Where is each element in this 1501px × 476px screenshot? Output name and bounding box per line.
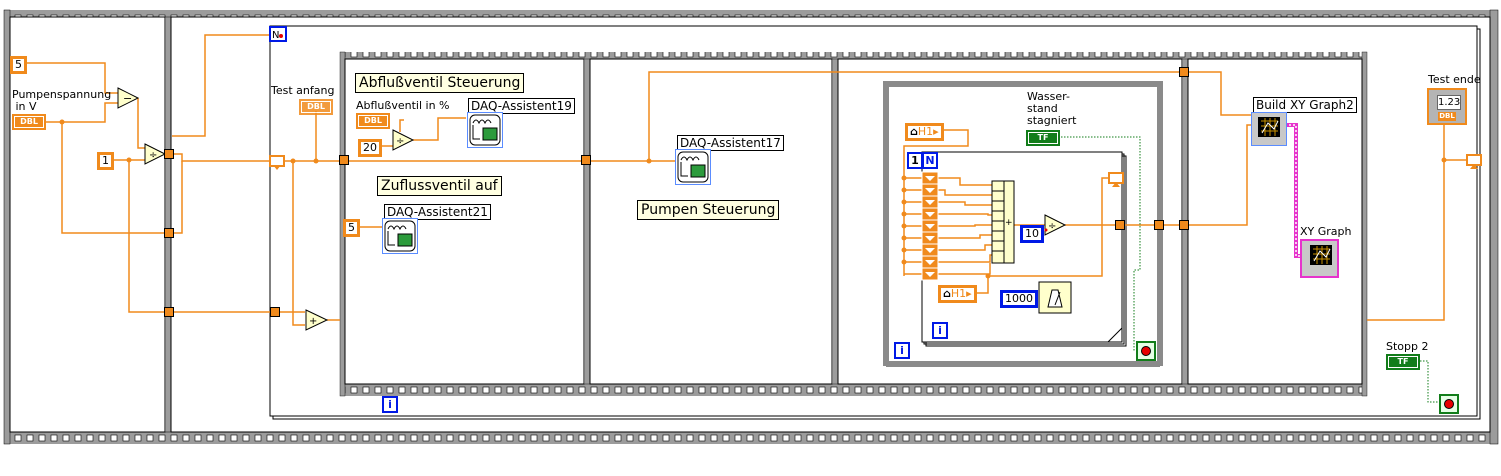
- tunnel: [581, 155, 591, 165]
- shift-register-arrow-icon: [925, 188, 935, 193]
- build-xy-graph-icon[interactable]: [1251, 112, 1287, 146]
- svg-text:÷: ÷: [149, 150, 157, 161]
- divide-operator-average[interactable]: ÷: [1044, 214, 1067, 236]
- for-loop-iteration-terminal: i: [932, 322, 948, 339]
- cluster-wire: [1285, 123, 1301, 258]
- svg-text:+: +: [309, 316, 317, 327]
- while-loop-iteration-terminal: i: [894, 342, 910, 359]
- pumpenspannung-label: Pumpenspannung in V: [12, 88, 112, 113]
- tunnel: [164, 149, 174, 159]
- shift-register-arrow-icon: [925, 224, 935, 229]
- subtract-operator[interactable]: −: [117, 87, 140, 109]
- shift-register-arrow-icon: [925, 272, 935, 277]
- svg-text:+: +: [1005, 218, 1013, 228]
- test-anfang-label: Test anfang: [271, 84, 335, 97]
- subtract-symbol: −: [123, 92, 132, 105]
- daq-assistant-17-icon[interactable]: [675, 149, 711, 185]
- tunnel: [1179, 220, 1189, 230]
- comment-abfluss: Abflußventil Steuerung: [355, 73, 525, 93]
- boolean-wires: [1058, 136, 1440, 403]
- daq-assistant-21-icon[interactable]: [382, 218, 418, 254]
- divide-operator-abfluss[interactable]: ÷: [392, 129, 415, 151]
- daq-assistant-19-icon[interactable]: [467, 112, 503, 148]
- for-loop[interactable]: [921, 151, 1127, 347]
- comment-zufluss: Zuflussventil auf: [377, 176, 502, 196]
- constant-5[interactable]: 5: [10, 56, 27, 74]
- abflussventil-control[interactable]: DBL: [356, 113, 390, 129]
- svg-text:÷: ÷: [1048, 221, 1056, 232]
- xy-graph-terminal[interactable]: [1300, 239, 1339, 278]
- case-selector-icon[interactable]: N: [269, 26, 287, 42]
- wait-ms-icon[interactable]: [1038, 281, 1072, 314]
- constant-1[interactable]: 1: [97, 152, 114, 170]
- local-var-h1-top[interactable]: ⌂H1▸: [905, 123, 944, 141]
- build-xy-label: Build XY Graph2: [1253, 97, 1357, 113]
- loop-count-terminal: N: [922, 152, 938, 169]
- constant-5-daq[interactable]: 5: [343, 219, 360, 237]
- while-loop-stop-terminal[interactable]: [1136, 341, 1156, 361]
- daq19-label: DAQ-Assistent19: [468, 98, 575, 114]
- stopp2-control[interactable]: TF: [1386, 354, 1420, 370]
- svg-text:N: N: [272, 30, 279, 41]
- shift-register-forloop-right[interactable]: [1108, 172, 1124, 187]
- divide-operator-pump[interactable]: ÷: [144, 143, 167, 165]
- constant-10[interactable]: 10: [1020, 225, 1044, 243]
- constant-20[interactable]: 20: [358, 139, 382, 157]
- stopp2-label: Stopp 2: [1386, 340, 1429, 353]
- shift-register-arrow-icon: [925, 236, 935, 241]
- loop-count-constant[interactable]: 1: [907, 152, 923, 169]
- test-ende-indicator: 1.23 DBL: [1427, 88, 1467, 125]
- pumpenspannung-control[interactable]: DBL: [12, 114, 46, 130]
- numeric-wires: [22, 34, 1467, 326]
- test-ende-type: DBL: [1438, 112, 1456, 121]
- tunnel: [164, 228, 174, 238]
- tunnel: [1115, 220, 1125, 230]
- test-anfang-indicator: DBL: [299, 99, 333, 115]
- svg-text:÷: ÷: [396, 136, 404, 147]
- tunnel: [164, 307, 174, 317]
- local-var-h1-bottom[interactable]: ⌂H1▸: [938, 285, 977, 303]
- wire-junctions: [59, 119, 1447, 279]
- shift-register-arrow-icon: [925, 260, 935, 265]
- compound-add-node[interactable]: +: [991, 180, 1015, 264]
- shift-register-left[interactable]: [269, 155, 285, 170]
- tunnel: [1179, 67, 1189, 77]
- test-ende-display: 1.23: [1437, 95, 1461, 110]
- test-ende-label: Test ende: [1428, 73, 1481, 86]
- xy-graph-label: XY Graph: [1300, 225, 1352, 238]
- tunnel: [1154, 220, 1164, 230]
- outer-loop-iteration-terminal: i: [382, 396, 398, 413]
- daq21-label: DAQ-Assistent21: [384, 204, 491, 220]
- add-operator[interactable]: +: [305, 309, 329, 331]
- shift-register-right[interactable]: [1466, 154, 1482, 169]
- outer-loop-stop-terminal[interactable]: [1439, 394, 1459, 414]
- abflussventil-label: Abflußventil in %: [356, 99, 450, 112]
- shift-registers-left[interactable]: [921, 171, 939, 281]
- shift-register-arrow-icon: [925, 200, 935, 205]
- wasserstand-stagniert-control[interactable]: TF: [1026, 130, 1060, 146]
- shift-register-arrow-icon: [925, 248, 935, 253]
- shift-register-arrow-icon: [925, 212, 935, 217]
- shift-register-arrow-icon: [925, 176, 935, 181]
- comment-pumpen: Pumpen Steuerung: [637, 200, 780, 220]
- daq17-label: DAQ-Assistent17: [677, 135, 784, 151]
- tunnel: [339, 155, 349, 165]
- constant-1000[interactable]: 1000: [1000, 290, 1038, 308]
- tunnel: [270, 307, 280, 317]
